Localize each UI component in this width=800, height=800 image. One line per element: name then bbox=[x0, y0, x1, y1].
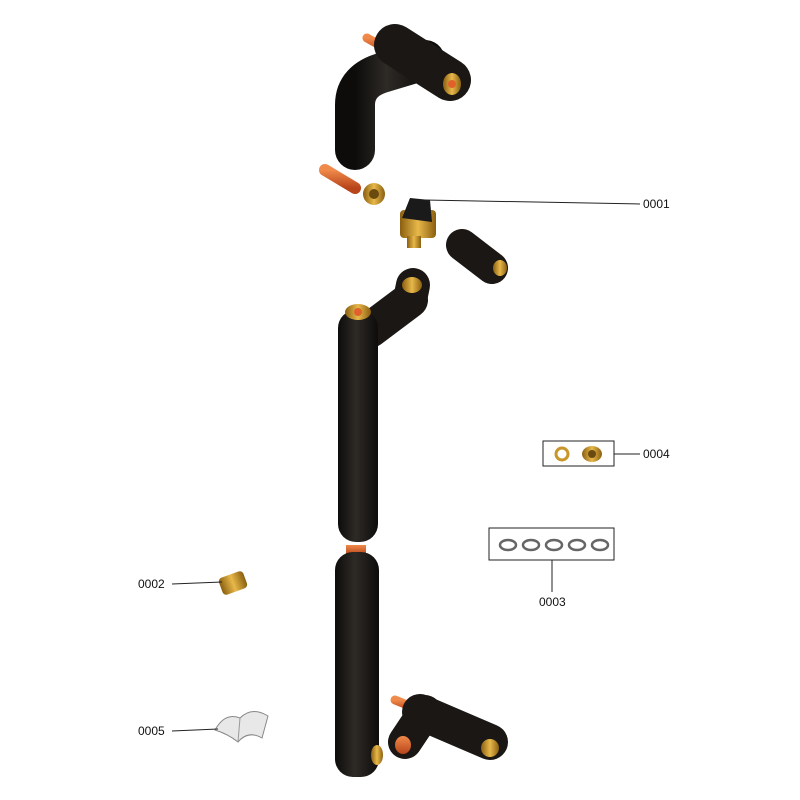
part-0004-box[interactable] bbox=[542, 440, 615, 467]
mixing-valve bbox=[400, 198, 436, 248]
part-0002-fitting[interactable] bbox=[218, 570, 249, 596]
long-insulated-pipe bbox=[338, 268, 430, 555]
part-0005-manual[interactable] bbox=[214, 711, 269, 743]
label-0005: 0005 bbox=[138, 724, 165, 738]
label-0004: 0004 bbox=[643, 447, 670, 461]
label-0001: 0001 bbox=[643, 197, 670, 211]
top-elbow-assembly bbox=[335, 24, 471, 170]
fittings-group bbox=[319, 164, 508, 284]
leader-lines bbox=[171, 199, 641, 732]
bottom-tee-assembly bbox=[388, 694, 508, 760]
lower-insulated-pipe bbox=[335, 552, 383, 777]
part-0003-box[interactable] bbox=[488, 527, 615, 561]
label-0003: 0003 bbox=[539, 595, 566, 609]
label-0002: 0002 bbox=[138, 577, 165, 591]
